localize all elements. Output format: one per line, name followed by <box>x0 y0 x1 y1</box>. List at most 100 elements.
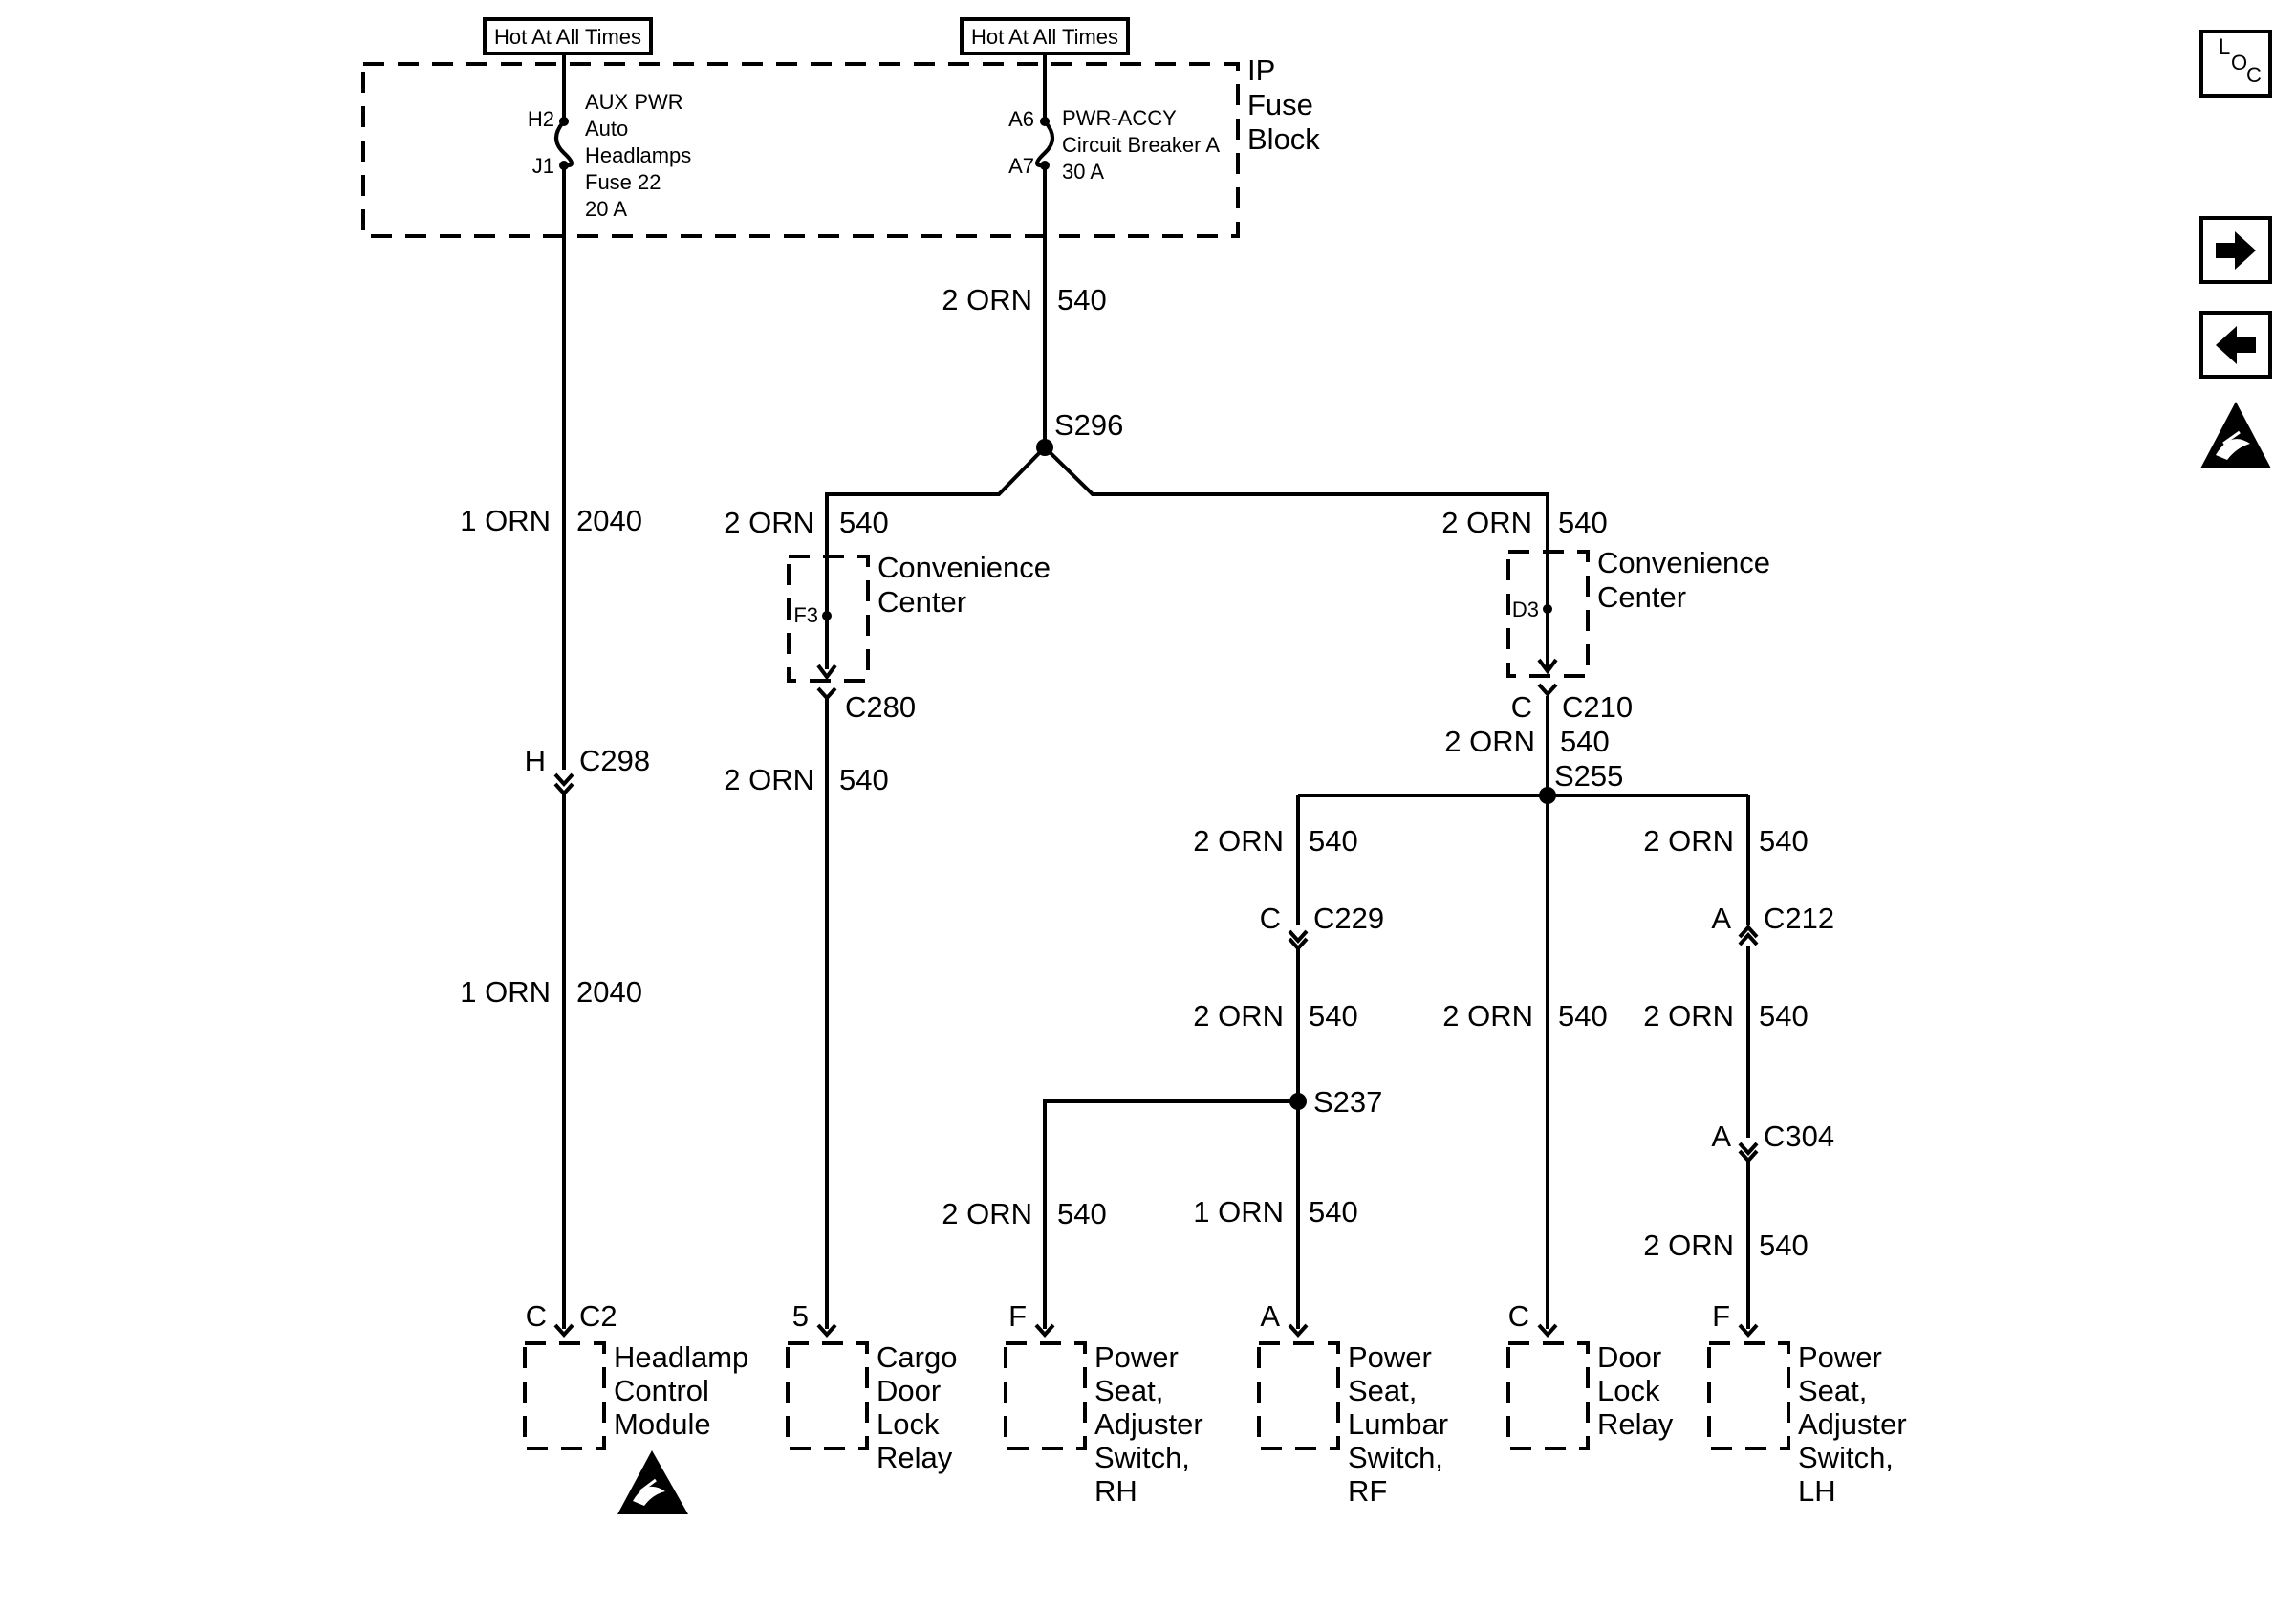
svg-text:RF: RF <box>1348 1474 1387 1508</box>
svg-text:540: 540 <box>1057 1197 1107 1230</box>
svg-text:2 ORN: 2 ORN <box>1193 999 1284 1033</box>
convenience-center-left-box <box>787 555 870 683</box>
svg-text:1 ORN: 1 ORN <box>1193 1195 1284 1229</box>
svg-text:Switch,: Switch, <box>1094 1441 1190 1474</box>
convenience-center-right-2: Center <box>1597 580 1686 614</box>
svg-text:Adjuster: Adjuster <box>1094 1407 1203 1441</box>
splice-dots <box>1036 439 1556 1110</box>
breaker-pin-a7: A7 <box>1008 154 1034 178</box>
svg-text:Adjuster: Adjuster <box>1798 1407 1907 1441</box>
fuse-label-3: Headlamps <box>585 143 691 167</box>
svg-text:Seat,: Seat, <box>1348 1374 1417 1407</box>
svg-text:C: C <box>1508 1299 1529 1333</box>
ip-fuse-block-box <box>361 62 1240 238</box>
svg-text:Control: Control <box>614 1374 709 1407</box>
svg-text:540: 540 <box>1759 1229 1809 1262</box>
arrow-left-icon <box>2216 326 2256 364</box>
esd-warning-icon[interactable] <box>2200 402 2271 468</box>
breaker-label-1: PWR-ACCY <box>1062 106 1177 130</box>
circuit-breaker-a <box>1035 117 1054 170</box>
convenience-center-right-box <box>1506 550 1590 678</box>
svg-text:5: 5 <box>792 1299 809 1333</box>
forward-button[interactable] <box>2199 216 2272 284</box>
svg-text:2 ORN: 2 ORN <box>1444 725 1535 758</box>
svg-text:LH: LH <box>1798 1474 1836 1508</box>
svg-text:1 ORN: 1 ORN <box>460 504 551 537</box>
svg-text:F: F <box>1712 1299 1730 1333</box>
location-view-button[interactable]: L O C <box>2199 30 2272 98</box>
fuse-block-title-1: IP <box>1247 54 1275 87</box>
svg-text:2 ORN: 2 ORN <box>724 763 814 796</box>
fuse-label-1: AUX PWR <box>585 90 683 114</box>
svg-text:Lock: Lock <box>1597 1374 1660 1407</box>
svg-text:2 ORN: 2 ORN <box>1193 824 1284 858</box>
convenience-center-right-1: Convenience <box>1597 546 1770 579</box>
connector-c280: C280 <box>845 690 916 724</box>
svg-text:540: 540 <box>1759 999 1809 1033</box>
fuse-label-2: Auto <box>585 117 628 141</box>
convenience-center-left-1: Convenience <box>877 551 1051 584</box>
svg-text:F: F <box>1008 1299 1027 1333</box>
component-power-seat-lumbar-switch-rf: A Power Seat, Lumbar Switch, RF <box>1257 1299 1448 1508</box>
svg-text:2 ORN: 2 ORN <box>1643 1229 1734 1262</box>
svg-text:2 ORN: 2 ORN <box>1643 824 1734 858</box>
svg-text:2 ORN: 2 ORN <box>724 506 814 539</box>
svg-text:Hot At All Times: Hot At All Times <box>494 25 641 49</box>
breaker-label-2: Circuit Breaker A <box>1062 133 1220 157</box>
fuse-pin-h2: H2 <box>528 107 554 131</box>
connector-c212-pin: A <box>1711 902 1731 935</box>
svg-text:Seat,: Seat, <box>1094 1374 1163 1407</box>
svg-text:540: 540 <box>1560 725 1610 758</box>
convenience-center-left-2: Center <box>877 585 966 619</box>
component-power-seat-adjuster-switch-lh: F Power Seat, Adjuster Switch, LH <box>1707 1299 1907 1508</box>
back-button[interactable] <box>2199 311 2272 379</box>
svg-text:540: 540 <box>839 506 889 539</box>
svg-text:Headlamp: Headlamp <box>614 1340 748 1374</box>
connector-c229: C229 <box>1313 902 1384 935</box>
svg-text:2 ORN: 2 ORN <box>1442 999 1533 1033</box>
connector-c212: C212 <box>1764 902 1834 935</box>
wires <box>562 54 1750 1329</box>
breaker-label-3: 30 A <box>1062 160 1104 184</box>
fuse-block-title-3: Block <box>1247 122 1320 156</box>
hot-label-right: Hot At All Times <box>960 17 1130 55</box>
connector-c2: C2 <box>579 1299 617 1333</box>
fuse-pin-j1: J1 <box>532 154 554 178</box>
svg-text:Cargo: Cargo <box>877 1340 957 1374</box>
svg-text:540: 540 <box>1309 824 1358 858</box>
svg-text:Door: Door <box>1597 1340 1661 1374</box>
arrow-right-icon <box>2216 231 2256 270</box>
svg-text:2 ORN: 2 ORN <box>1441 506 1532 539</box>
svg-text:Relay: Relay <box>877 1441 953 1474</box>
svg-text:L: L <box>2219 34 2230 58</box>
connector-chevrons <box>553 658 1759 1338</box>
fuse-22 <box>554 117 574 170</box>
fuse-label-5: 20 A <box>585 197 627 221</box>
connector-c229-pin: C <box>1260 902 1281 935</box>
svg-text:540: 540 <box>1558 506 1608 539</box>
svg-text:2 ORN: 2 ORN <box>1643 999 1734 1033</box>
fuse-block-title-2: Fuse <box>1247 88 1313 121</box>
convenience-pin-d3: D3 <box>1512 598 1539 621</box>
connector-c298-pin: H <box>525 744 546 777</box>
svg-text:540: 540 <box>1759 824 1809 858</box>
svg-text:2 ORN: 2 ORN <box>942 283 1032 316</box>
svg-text:540: 540 <box>1057 283 1107 316</box>
connector-c210-pin: C <box>1511 690 1532 724</box>
svg-text:2040: 2040 <box>576 504 642 537</box>
component-power-seat-adjuster-switch-rh: F Power Seat, Adjuster Switch, RH <box>1004 1299 1203 1508</box>
connector-c304: C304 <box>1764 1120 1834 1153</box>
svg-text:540: 540 <box>1309 999 1358 1033</box>
svg-text:540: 540 <box>839 763 889 796</box>
svg-text:Power: Power <box>1094 1340 1179 1374</box>
fuse-label-4: Fuse 22 <box>585 170 661 194</box>
svg-text:540: 540 <box>1558 999 1608 1033</box>
svg-text:Module: Module <box>614 1407 711 1441</box>
svg-text:Lumbar: Lumbar <box>1348 1407 1448 1441</box>
svg-text:Switch,: Switch, <box>1348 1441 1443 1474</box>
component-cargo-door-lock-relay: 5 Cargo Door Lock Relay <box>786 1299 957 1474</box>
splice-s255: S255 <box>1554 759 1623 793</box>
component-headlamp-control-module: Headlamp Control Module <box>523 1340 748 1450</box>
svg-text:A: A <box>1260 1299 1280 1333</box>
svg-text:Relay: Relay <box>1597 1407 1674 1441</box>
